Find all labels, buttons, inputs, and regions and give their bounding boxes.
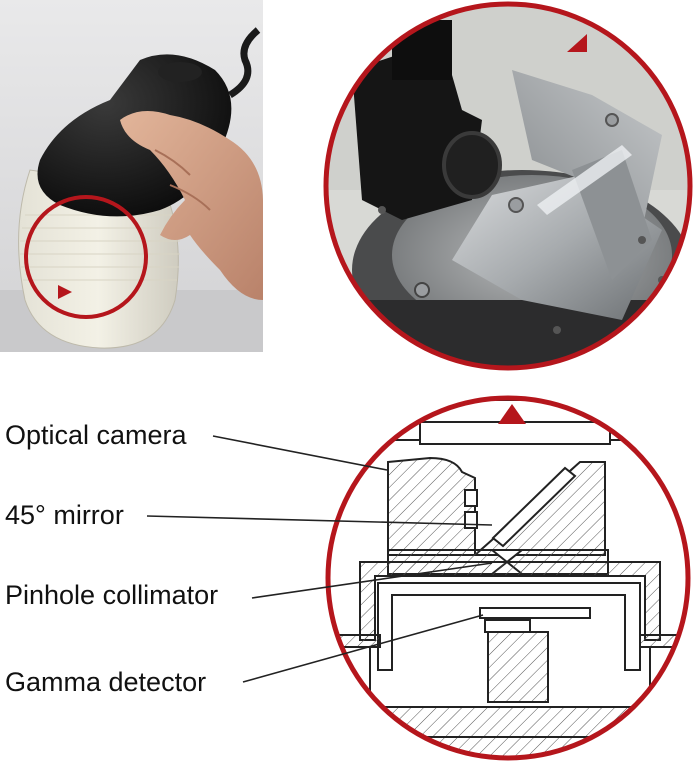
mirror-label: 45° mirror [5, 500, 124, 530]
gamma-detector-shape [479, 607, 591, 619]
pinhole-collimator-shape [489, 549, 525, 564]
detector-highlight-circle [24, 195, 148, 319]
detector-leader [242, 614, 484, 683]
orientation-marker-icon [498, 404, 526, 424]
handheld-camera-photo [0, 0, 263, 352]
orientation-marker-icon [58, 285, 72, 299]
mirror-leader [146, 515, 493, 526]
pinhole-leader [251, 562, 493, 599]
optical-camera-label: Optical camera [5, 420, 187, 450]
optical-camera-shape [387, 456, 476, 556]
gamma-detector-label: Gamma detector [5, 667, 207, 697]
schematic-frame-circle [325, 395, 691, 761]
mirror-shape [491, 466, 577, 548]
pinhole-collimator-label: Pinhole collimator [5, 580, 219, 610]
cross-section-schematic [146, 395, 691, 761]
internal-mechanism-photo [323, 1, 693, 371]
optical-camera-leader [212, 435, 388, 471]
orientation-marker-icon [567, 34, 587, 52]
photo-frame-circle [323, 1, 693, 371]
